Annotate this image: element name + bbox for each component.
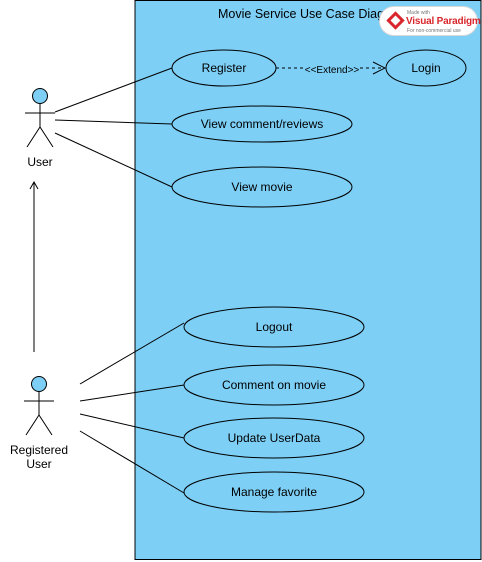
use-case-label: Logout xyxy=(256,320,293,334)
actor-label: User xyxy=(27,155,52,169)
system-boundary xyxy=(134,0,482,560)
watermark-brand: Visual Paradigm xyxy=(406,16,481,27)
assoc-user-view-movie xyxy=(54,132,173,188)
actor-user[interactable]: User xyxy=(25,88,55,170)
actor-registered-user[interactable]: Registered User xyxy=(10,376,68,472)
use-case-login[interactable]: Login xyxy=(385,49,467,87)
actor-label: Registered xyxy=(10,443,68,457)
use-case-label: Comment on movie xyxy=(222,378,326,392)
use-case-view-movie[interactable]: View movie xyxy=(171,166,353,208)
use-case-comment-movie[interactable]: Comment on movie xyxy=(183,364,365,406)
assoc-user-view-comments xyxy=(54,119,173,125)
use-case-label: Manage favorite xyxy=(231,485,317,499)
use-case-update-userdata[interactable]: Update UserData xyxy=(183,417,365,459)
assoc-registered-favorite xyxy=(79,430,185,494)
assoc-registered-logout xyxy=(79,322,185,385)
use-case-label: View movie xyxy=(231,180,292,194)
use-case-label: View comment/reviews xyxy=(201,117,323,131)
extend-label: <<Extend>> xyxy=(305,65,360,76)
watermark-badge: Made with Visual Paradigm For non-commer… xyxy=(379,6,481,36)
use-case-label: Update UserData xyxy=(228,431,321,445)
assoc-user-register xyxy=(54,67,173,113)
watermark-made-with: Made with xyxy=(407,10,430,16)
stick-figure-icon xyxy=(24,376,54,436)
use-case-manage-favorite[interactable]: Manage favorite xyxy=(183,471,365,513)
stick-figure-icon xyxy=(25,88,55,148)
diagram-title: Movie Service Use Case Diagram xyxy=(218,7,406,21)
actor-label: User xyxy=(26,457,51,471)
generalization-arrow xyxy=(29,180,39,352)
assoc-registered-update xyxy=(79,413,185,439)
use-case-logout[interactable]: Logout xyxy=(183,306,365,348)
use-case-label: Register xyxy=(202,61,247,75)
use-case-view-comments[interactable]: View comment/reviews xyxy=(171,105,353,143)
assoc-registered-comment xyxy=(79,384,185,402)
visual-paradigm-logo-icon xyxy=(386,11,405,30)
use-case-label: Login xyxy=(411,61,440,75)
watermark-note: For non-commercial use xyxy=(407,28,461,34)
use-case-register[interactable]: Register xyxy=(171,49,277,87)
